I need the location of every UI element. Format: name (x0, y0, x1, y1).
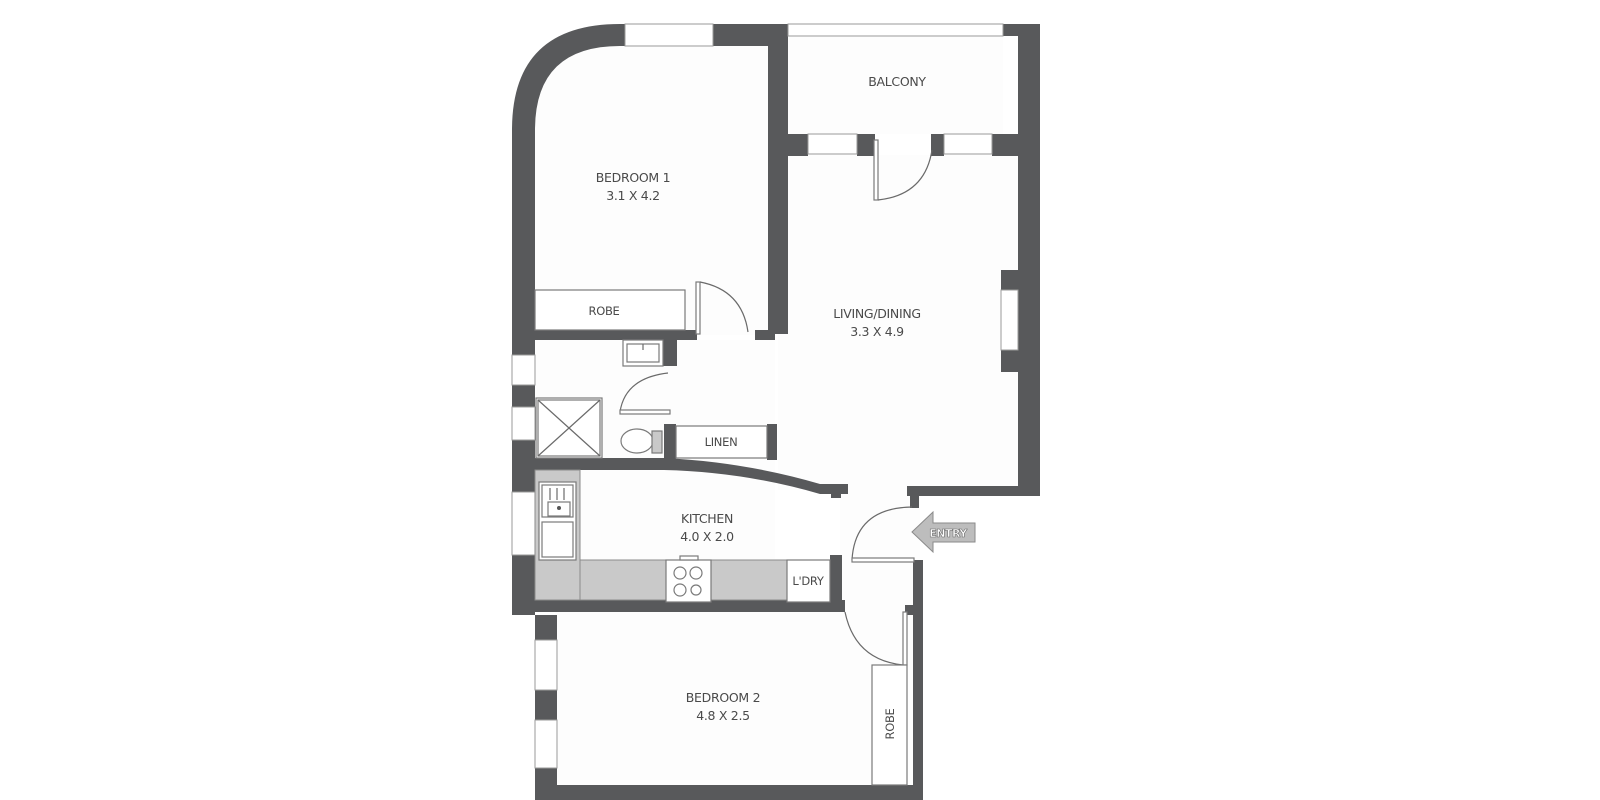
bedroom1-size: 3.1 X 4.2 (606, 188, 660, 203)
laundry-label: L'DRY (792, 574, 824, 588)
bedroom2-name: BEDROOM 2 (686, 690, 760, 705)
robe2-label: ROBE (883, 708, 897, 739)
walls (512, 24, 1040, 800)
entry-marker: ENTRY (911, 510, 976, 554)
living-size: 3.3 X 4.9 (850, 324, 904, 339)
kitchen-size: 4.0 X 2.0 (680, 529, 734, 544)
bedroom2-size: 4.8 X 2.5 (696, 708, 750, 723)
kitchen-fixtures (534, 469, 831, 603)
living-name: LIVING/DINING (833, 306, 921, 321)
entry-label: ENTRY (929, 527, 968, 540)
robe1-label: ROBE (589, 304, 620, 318)
room-labels: BEDROOM 1 3.1 X 4.2 BALCONY LIVING/DININ… (589, 74, 927, 740)
windows (511, 23, 1019, 769)
robe-2 (871, 664, 908, 786)
bedroom1-name: BEDROOM 1 (596, 170, 670, 185)
kitchen-name: KITCHEN (681, 511, 733, 526)
linen-cupboard (675, 425, 768, 459)
robe-1 (534, 289, 686, 331)
bathroom-fixtures (535, 339, 664, 459)
doors (619, 139, 933, 666)
balcony-name: BALCONY (868, 74, 926, 89)
linen-label: LINEN (705, 435, 738, 449)
arrow-left-icon (911, 510, 976, 554)
